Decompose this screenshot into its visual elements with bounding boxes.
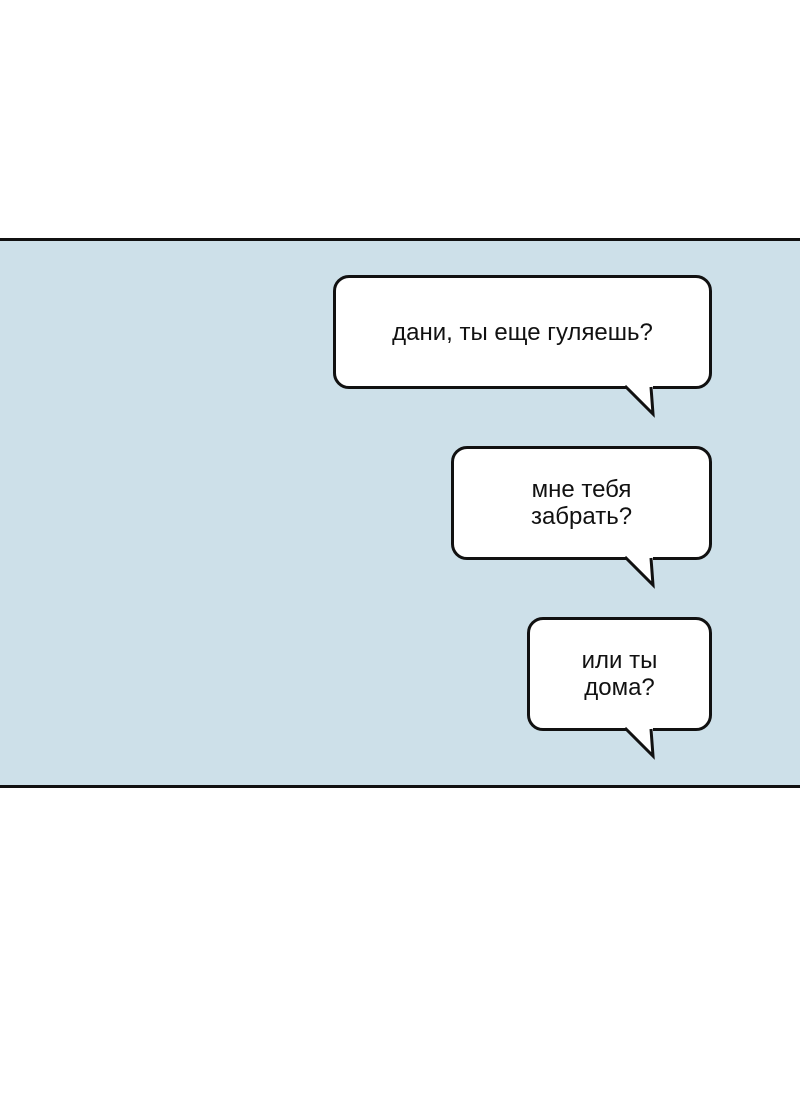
- speech-bubble: мне тебя забрать?: [451, 446, 712, 560]
- speech-bubble-tail: [623, 555, 655, 589]
- speech-bubble-tail: [623, 726, 655, 760]
- speech-bubble: или ты дома?: [527, 617, 712, 731]
- speech-bubble-tail: [623, 384, 655, 418]
- speech-bubble-text: дани, ты еще гуляешь?: [392, 318, 653, 346]
- speech-bubble: дани, ты еще гуляешь?: [333, 275, 712, 389]
- speech-bubble-text: или ты дома?: [581, 647, 658, 701]
- speech-bubble-text: мне тебя забрать?: [530, 476, 633, 530]
